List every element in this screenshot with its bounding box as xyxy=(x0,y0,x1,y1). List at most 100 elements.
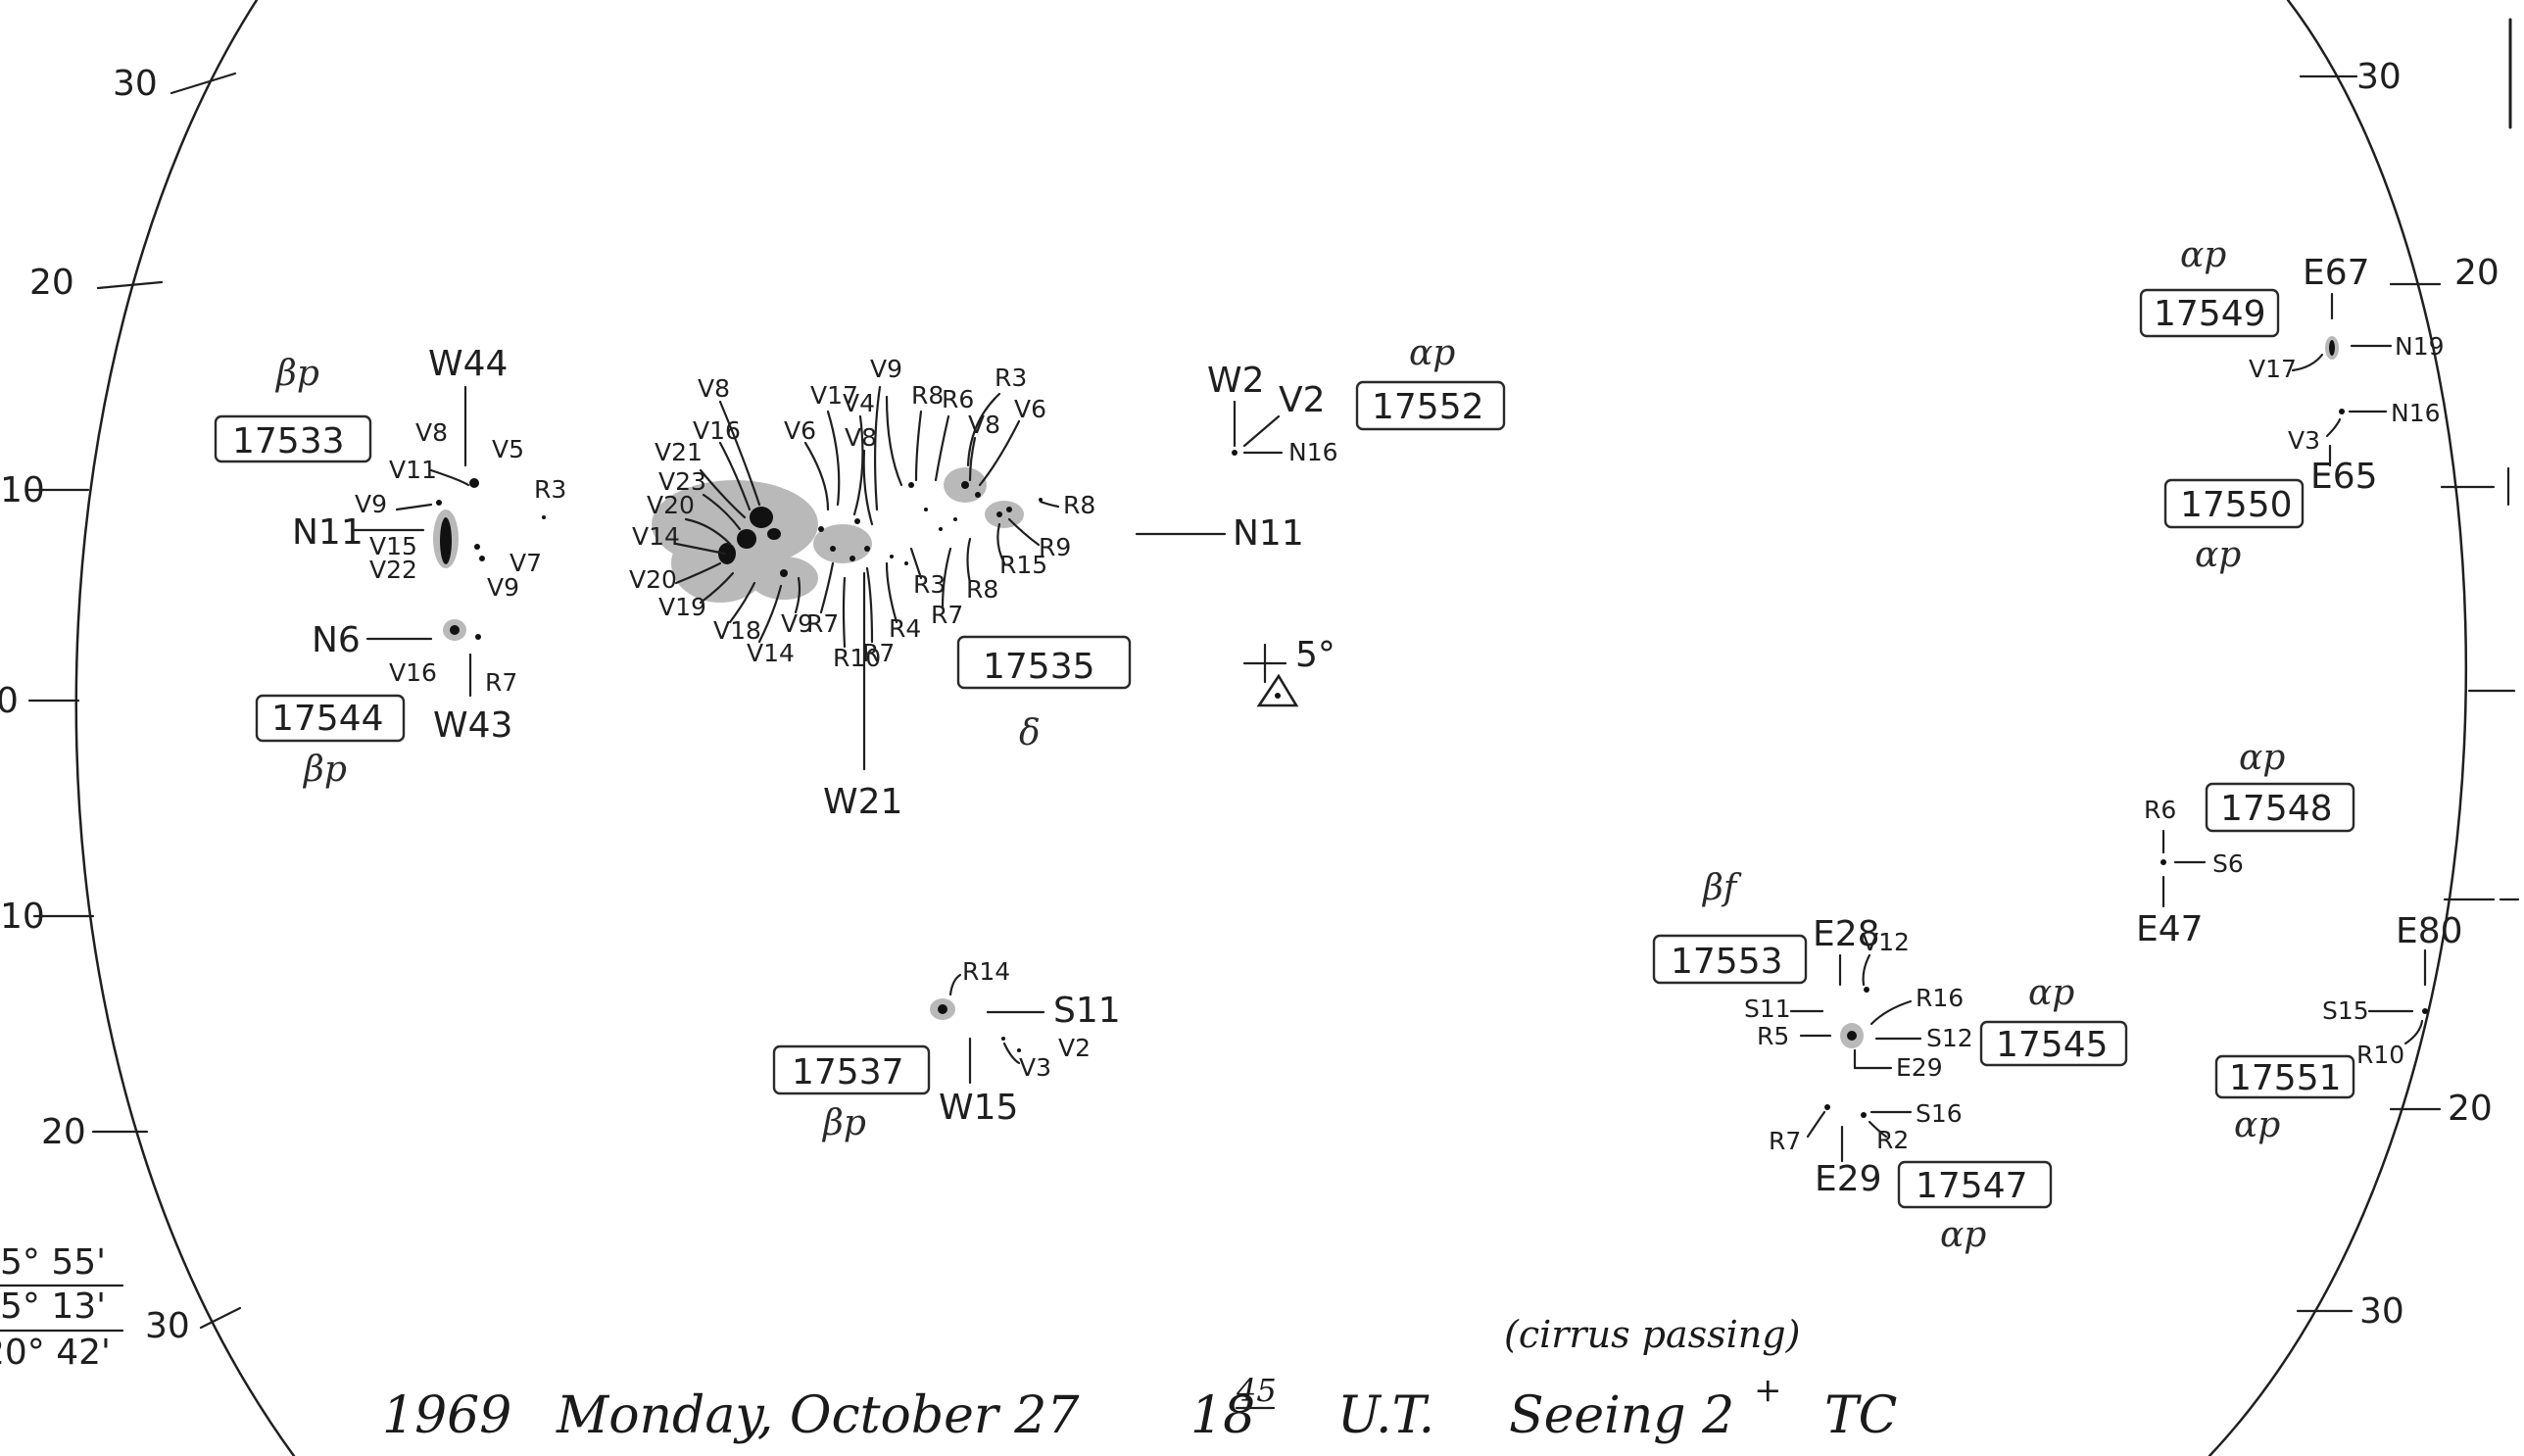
svg-text:V2: V2 xyxy=(1279,380,1326,420)
annotation-cirrus: (cirrus passing) xyxy=(1504,1313,1800,1356)
svg-text:V2: V2 xyxy=(1058,1034,1091,1062)
svg-text:S15: S15 xyxy=(2322,996,2369,1025)
svg-text:V17: V17 xyxy=(2249,355,2297,383)
svg-text:V6: V6 xyxy=(784,416,816,445)
group-17545: αp 17545 xyxy=(1979,973,2128,1067)
svg-text:V14: V14 xyxy=(632,522,680,551)
class-17535: δ xyxy=(1019,713,1041,753)
group-17549: αp 17549 E67 V17 N19 N16 V3 xyxy=(2139,235,2445,455)
footer-seeing-sup: + xyxy=(1754,1371,1782,1410)
pos-17535: W21 xyxy=(823,782,902,822)
svg-text:V18: V18 xyxy=(713,616,761,645)
class-17545: αp xyxy=(2028,973,2074,1013)
class-17549: αp xyxy=(2180,235,2226,275)
tick-label-left-0: 0 xyxy=(0,681,19,721)
box-17551 xyxy=(2214,1054,2355,1099)
footer: 1969 Monday, October 27 18 45 U.T. Seein… xyxy=(382,1371,1897,1445)
box-17549 xyxy=(2139,288,2280,338)
svg-text:V5: V5 xyxy=(492,435,524,463)
footer-time: 18 xyxy=(1190,1386,1255,1445)
group-17548: αp 17548 R6 S6 E47 xyxy=(2136,738,2355,949)
number-17545: 17545 xyxy=(1996,1025,2109,1065)
class-17537: βp xyxy=(821,1103,866,1143)
center-mark-label: 5° xyxy=(1295,635,1335,675)
svg-text:R8: R8 xyxy=(1063,491,1095,519)
svg-text:R6: R6 xyxy=(2144,796,2176,824)
svg-text:V3: V3 xyxy=(1019,1053,1051,1082)
pos-17552: W2 xyxy=(1207,361,1265,401)
class-17533: βp xyxy=(274,354,319,394)
svg-text:S11: S11 xyxy=(1053,991,1121,1031)
footer-ut: U.T. xyxy=(1337,1386,1434,1445)
box-17535 xyxy=(956,635,1132,690)
tick-label-right-20: 20 xyxy=(2454,253,2500,293)
svg-text:S12: S12 xyxy=(1926,1024,1973,1052)
box-17537 xyxy=(772,1044,931,1095)
tick-label-right-30s: 30 xyxy=(2359,1291,2404,1332)
tick-label-right-20s: 20 xyxy=(2448,1089,2493,1129)
svg-text:V22: V22 xyxy=(369,556,417,584)
box-17544 xyxy=(255,694,406,743)
tick-left-20 xyxy=(96,280,164,290)
number-17552: 17552 xyxy=(1372,387,1484,427)
box-17550 xyxy=(2163,478,2305,529)
box-17547 xyxy=(1897,1160,2053,1209)
svg-text:V4: V4 xyxy=(843,389,875,417)
svg-text:V9: V9 xyxy=(870,355,902,383)
pos-17544: W43 xyxy=(433,705,512,746)
svg-text:R16: R16 xyxy=(1916,984,1964,1012)
svg-text:V12: V12 xyxy=(1862,928,1910,956)
svg-text:V19: V19 xyxy=(658,593,706,621)
svg-text:R10: R10 xyxy=(2356,1041,2404,1069)
svg-text:R6: R6 xyxy=(942,385,974,413)
footer-year: 1969 xyxy=(382,1386,511,1445)
pos-17553: E28 xyxy=(1813,914,1880,954)
svg-text:V14: V14 xyxy=(747,639,795,667)
class-17553: βf xyxy=(1701,868,1742,908)
svg-text:R7: R7 xyxy=(485,668,517,697)
pos-17533: W44 xyxy=(428,344,508,384)
group-17544: N6 V16 R7 17544 W43 βp xyxy=(255,619,517,790)
solar-limb-left xyxy=(74,0,296,1456)
tick-left-30 xyxy=(170,72,237,95)
pos-17549: E67 xyxy=(2303,253,2370,293)
number-17551: 17551 xyxy=(2229,1058,2342,1098)
svg-text:R8: R8 xyxy=(911,381,944,410)
svg-text:R7: R7 xyxy=(931,601,963,629)
group-17551: E80 S15 R10 17551 αp xyxy=(2214,911,2463,1145)
svg-text:V3: V3 xyxy=(2288,426,2320,455)
svg-text:R3: R3 xyxy=(534,475,566,504)
margin-notes: 5° 55' 5° 13' 20° 42' xyxy=(0,1242,124,1373)
box-17553 xyxy=(1652,934,1808,985)
svg-text:R14: R14 xyxy=(962,957,1010,986)
number-17547: 17547 xyxy=(1916,1166,2028,1206)
svg-text:R10: R10 xyxy=(833,644,881,672)
tick-label-left-20: 20 xyxy=(29,263,74,303)
svg-text:N16: N16 xyxy=(2391,399,2441,427)
svg-text:V9: V9 xyxy=(781,609,813,638)
group-17547: E29 17547 αp xyxy=(1815,1159,2053,1255)
box-17533 xyxy=(214,414,372,463)
margin-note-2: 5° 13' xyxy=(0,1286,106,1327)
svg-text:R5: R5 xyxy=(1757,1022,1789,1050)
number-17533: 17533 xyxy=(232,421,345,461)
pos-17551: E80 xyxy=(2396,911,2463,951)
number-17550: 17550 xyxy=(2180,485,2293,525)
svg-text:V21: V21 xyxy=(655,438,703,466)
tick-label-right-30: 30 xyxy=(2356,57,2402,97)
center-mark: 5° xyxy=(1242,635,1335,707)
margin-note-1: 5° 55' xyxy=(0,1242,106,1283)
svg-text:V9: V9 xyxy=(355,490,387,518)
group-17535: V8 V16 V21 V23 V20 V14 V20 V19 V18 V14 V… xyxy=(629,355,1304,822)
number-17548: 17548 xyxy=(2220,789,2333,829)
svg-text:R8: R8 xyxy=(966,575,998,604)
group-17533: βp 17533 W44 V8 V5 V11 R3 V9 N11 V15 V22… xyxy=(214,344,566,602)
svg-text:N11: N11 xyxy=(292,512,364,553)
tick-label-left-10s: 10 xyxy=(0,897,45,937)
svg-text:N11: N11 xyxy=(1233,513,1304,554)
pos-17537: W15 xyxy=(939,1088,1018,1128)
svg-text:N16: N16 xyxy=(1288,438,1338,466)
pos-17548: E47 xyxy=(2136,909,2204,949)
svg-text:R7: R7 xyxy=(806,609,839,638)
